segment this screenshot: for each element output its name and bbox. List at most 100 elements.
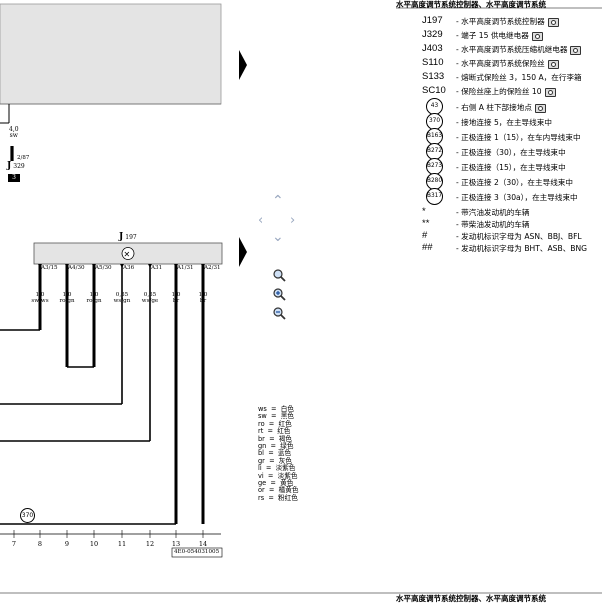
legend-description: - 正极连接 3（30a），在主导线束中 (456, 193, 578, 202)
page-title: 水平高度调节系统控制器、水平高度调节系统 (396, 0, 546, 9)
legend-description: - 正极连接 1（15），在车内导线束中 (456, 133, 581, 142)
legend-code: * (422, 206, 426, 217)
legend-description: - 正极连接 2（30），在主导线束中 (456, 178, 573, 187)
legend-description: - 发动机标识字母为 BHT、ASB、BNG (456, 244, 588, 253)
camera-icon[interactable] (547, 17, 559, 27)
legend-code: J403 (422, 43, 443, 54)
zoom-out-icon[interactable] (272, 306, 286, 320)
next-page-arrow-middle[interactable] (239, 237, 247, 267)
camera-icon[interactable] (570, 45, 582, 55)
color-key-entry: br = 褐色 (258, 434, 292, 443)
color-key-entry: li = 淡紫色 (258, 464, 296, 473)
pin-arrow (65, 264, 69, 268)
color-key-entry: rt = 红色 (258, 427, 291, 436)
pin-arrow (148, 264, 152, 268)
pin-label: A3/15 (41, 265, 58, 271)
camera-icon[interactable] (534, 103, 546, 113)
wire-color: sw/ws (31, 298, 49, 305)
legend-description: - 水平高度调节系统控制器 (456, 16, 559, 27)
wire-size: 1,0 (35, 292, 45, 298)
document-id: 4E0-054031005 (174, 549, 220, 555)
connection-symbol[interactable]: B280 (426, 173, 443, 190)
color-key-entry: gr = 灰色 (258, 456, 292, 465)
track-number: 12 (145, 540, 155, 548)
ground-point-370[interactable]: 370 (20, 508, 35, 523)
pin-label: A5/30 (95, 265, 112, 271)
color-key-entry: ws = 白色 (258, 405, 294, 413)
wire-j329-spec: 4,0 sw (9, 127, 19, 139)
legend-description: - 保险丝座上的保险丝 10 (456, 86, 556, 97)
legend-description: - 水平高度调节系统保险丝 (456, 58, 559, 69)
component-area-top (0, 3, 222, 105)
legend-description: - 正极连接（15），在主导线束中 (456, 163, 566, 172)
wire-size: 1,0 (62, 292, 72, 298)
next-page-arrow-top[interactable] (239, 50, 247, 80)
legend-code: S133 (422, 71, 445, 82)
legend-code: SC10 (422, 85, 446, 96)
j329-page-ref[interactable]: 3 (8, 174, 20, 182)
pin-arrow (92, 264, 96, 268)
color-key-entry: gn = 绿色 (258, 442, 294, 451)
wire-size: 1,0 (89, 292, 99, 298)
camera-icon[interactable] (544, 87, 556, 97)
legend-description: - 发动机标识字母为 ASN、BBJ、BFL (456, 232, 582, 241)
track-number: 8 (37, 540, 43, 548)
color-key-entry: bl = 蓝色 (258, 449, 292, 458)
track-number: 11 (117, 540, 127, 548)
wire-size: 4,0 (9, 126, 19, 133)
pin-label: A2/31 (204, 265, 221, 271)
wire-color: ro/gn (86, 298, 102, 305)
legend-description: - 正极连接（30），在主导线束中 (456, 148, 566, 157)
j329-pin-label: 2/87 (17, 155, 30, 161)
legend-description: - 接地连接 5，在主导线束中 (456, 118, 552, 127)
color-key-entry: rs = 粉红色 (258, 493, 298, 502)
nav-up-icon[interactable]: ⌃ (272, 193, 284, 209)
nav-right-icon[interactable]: › (290, 213, 296, 228)
track-number: 10 (89, 540, 99, 548)
zoom-fit-icon[interactable] (272, 268, 286, 282)
zoom-in-icon[interactable] (272, 287, 286, 301)
pin-arrow (201, 264, 205, 268)
camera-icon[interactable] (547, 59, 559, 69)
page-title-footer: 水平高度调节系统控制器、水平高度调节系统 (396, 594, 546, 603)
legend-code: J329 (422, 29, 443, 40)
legend-description: - 带柴油发动机的车辆 (456, 220, 530, 229)
track-number: 14 (198, 540, 208, 548)
color-key-entry: vi = 淡紫色 (258, 471, 298, 480)
wire-color: br (199, 298, 207, 305)
camera-icon[interactable] (531, 31, 543, 41)
wire-size: 0,35 (115, 292, 129, 298)
connection-symbol[interactable]: B163 (426, 128, 443, 145)
wire-color: br (172, 298, 180, 305)
wire-color: ws/ge (141, 298, 159, 305)
legend-code: ## (422, 242, 433, 253)
legend-code: ** (422, 218, 430, 229)
connection-symbol[interactable]: B317 (426, 188, 443, 205)
legend-code: # (422, 230, 428, 241)
connection-symbol[interactable]: B272 (426, 143, 443, 160)
color-key-entry: ge = 黄色 (258, 479, 294, 488)
nav-down-icon[interactable]: ⌄ (272, 229, 284, 245)
wire-color: ws/gn (113, 298, 131, 305)
pin-label: A1/31 (177, 265, 194, 271)
legend-code: S110 (422, 57, 444, 68)
track-ticks (13, 530, 204, 538)
legend-description: - 带汽油发动机的车辆 (456, 208, 530, 217)
legend-description: - 右侧 A 柱下部接地点 (456, 102, 546, 113)
pin-arrow (174, 264, 178, 268)
wire-size: 1,0 (171, 292, 181, 298)
nav-left-icon[interactable]: ‹ (258, 213, 264, 228)
color-key-entry: ro = 红色 (258, 419, 292, 428)
pin-label: A36 (123, 265, 135, 271)
track-number: 7 (11, 540, 17, 548)
wire-size: 0,35 (143, 292, 157, 298)
